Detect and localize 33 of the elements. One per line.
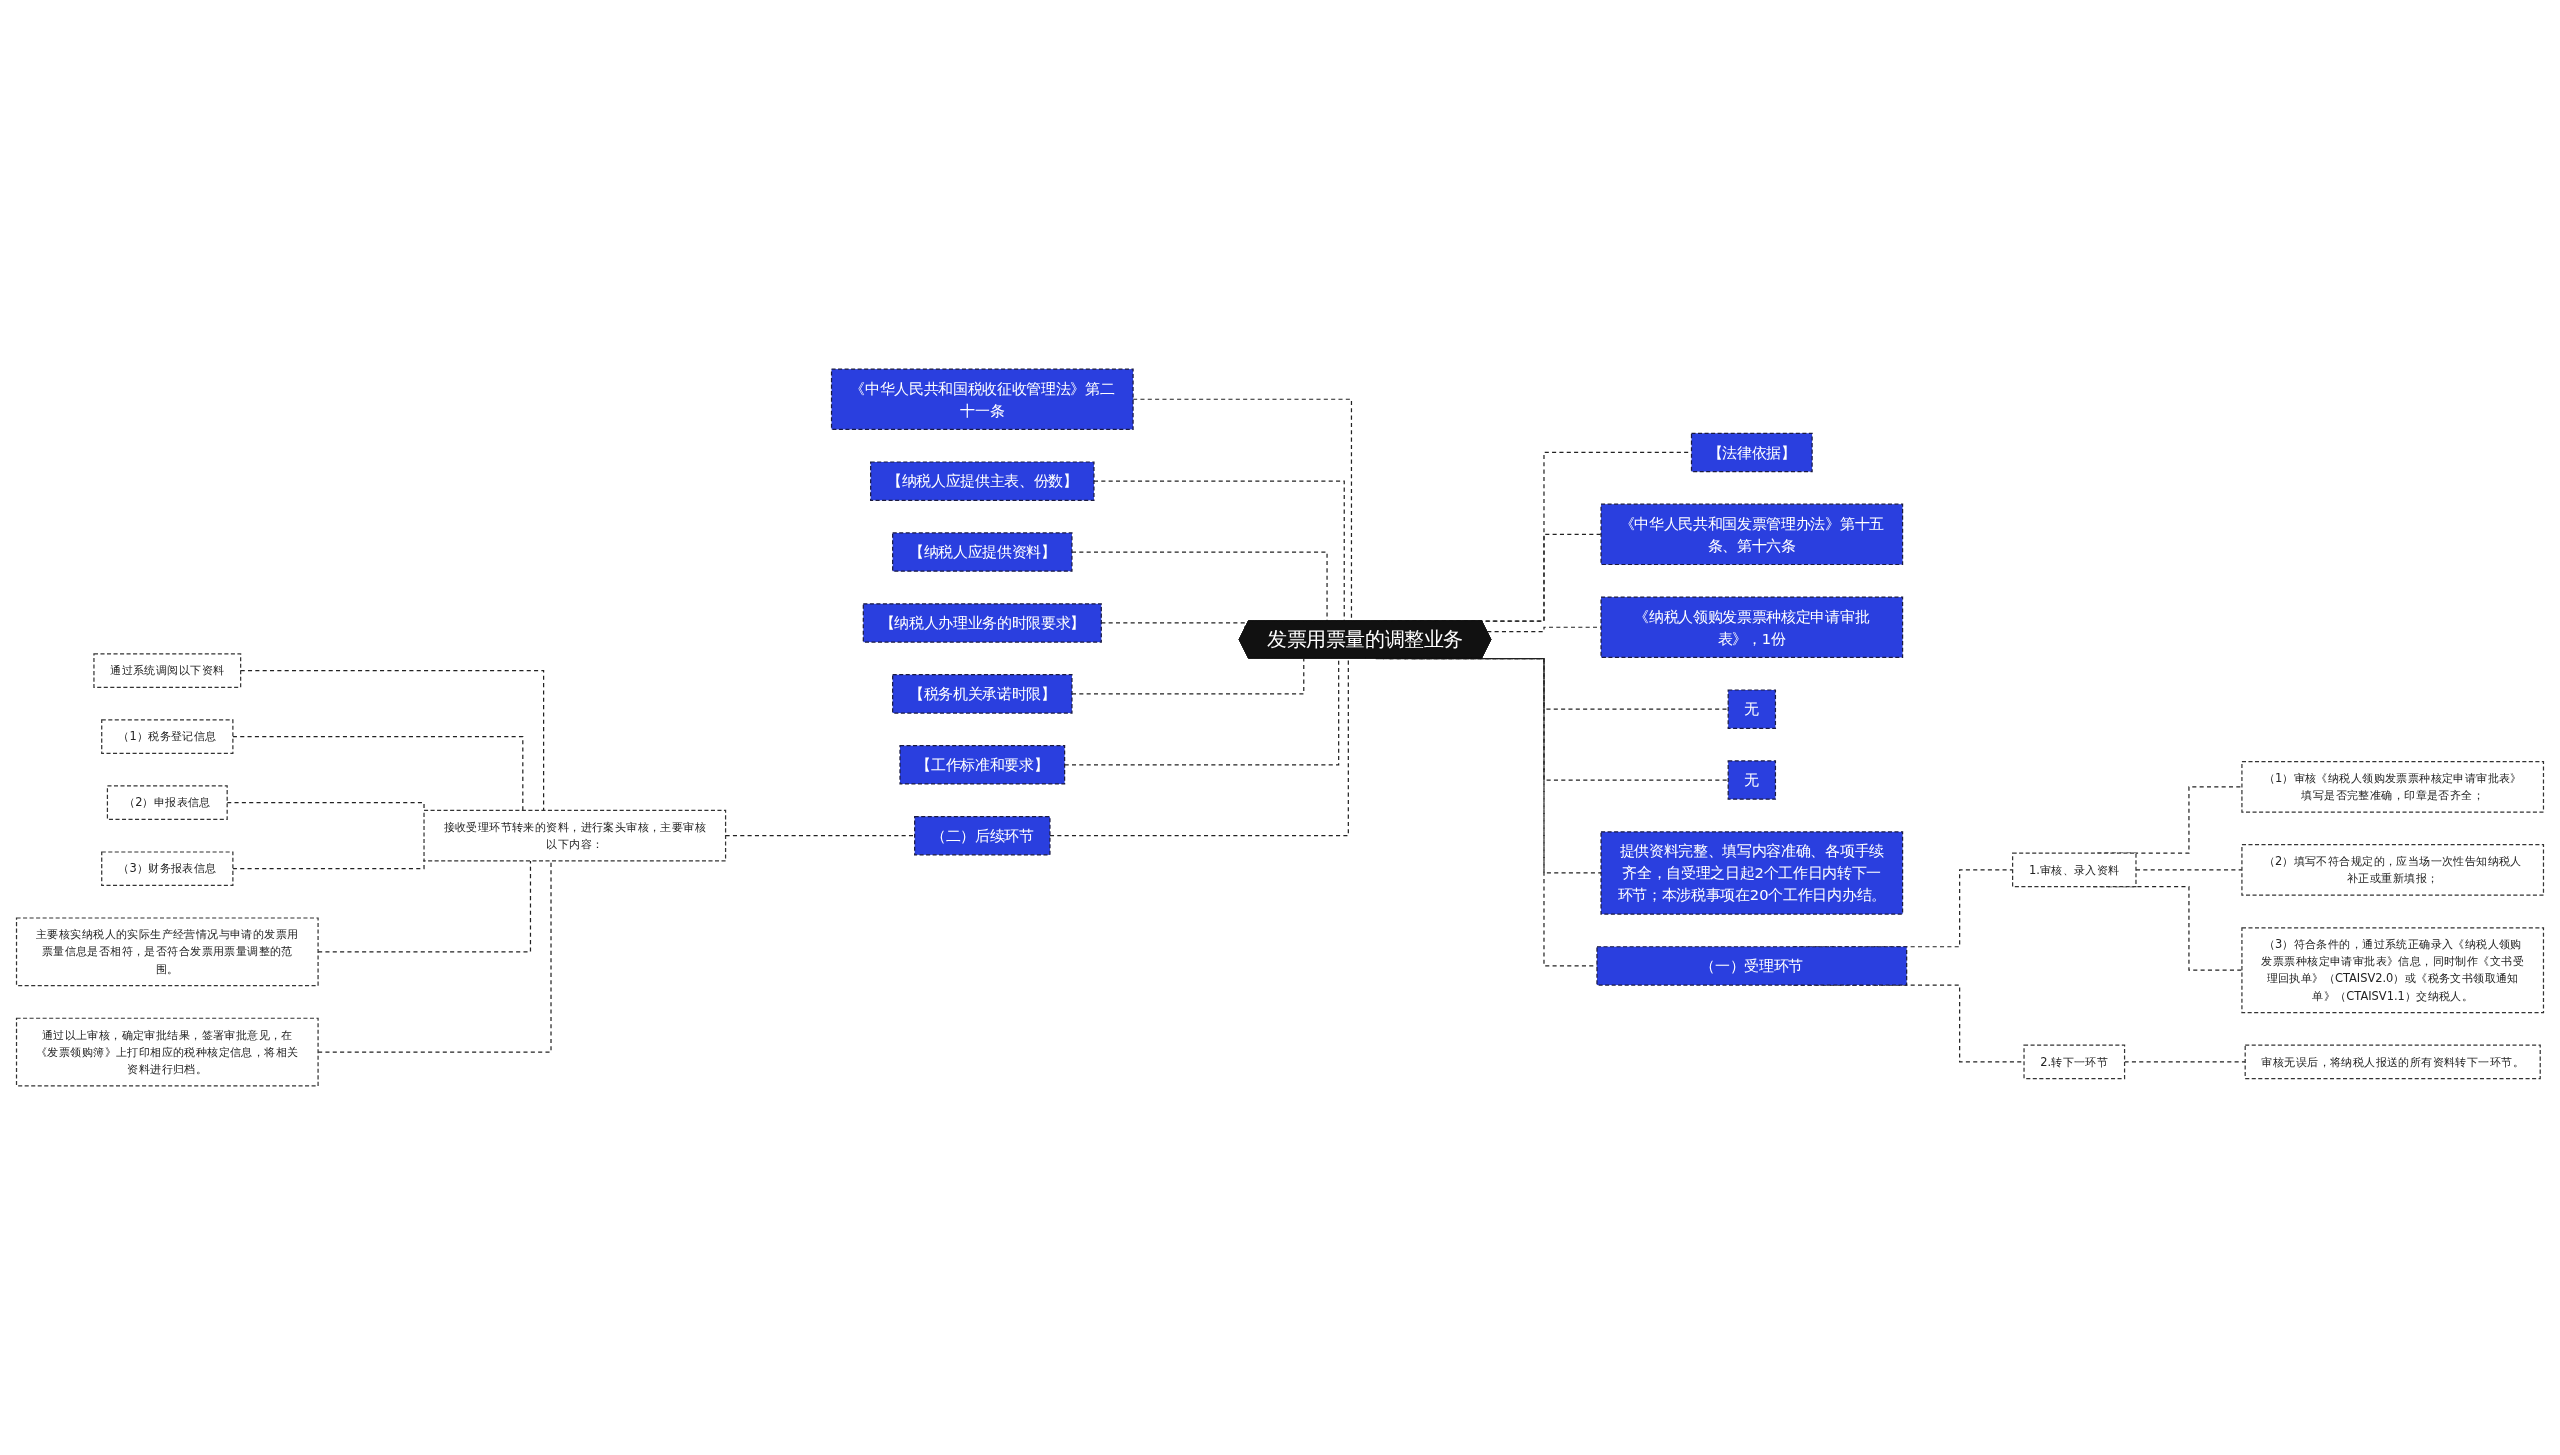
connector bbox=[240, 670, 545, 812]
node-box: 【法律依据】 bbox=[1690, 432, 1813, 473]
node-box: 【税务机关承诺时限】 bbox=[892, 674, 1073, 714]
node-box: 主要核实纳税人的实际生产经营情况与申请的发票用票量信息是否相符，是否符合发票用票量调整的范围。 bbox=[15, 917, 319, 987]
node-box: 1.审核、录入资料 bbox=[2012, 852, 2137, 888]
node-box: （1）审核《纳税人领购发票票种核定申请审批表》填写是否完整准确，印章是否齐全； bbox=[2241, 760, 2545, 813]
node-box: 审核无误后，将纳税人报送的所有资料转下一环节。 bbox=[2244, 1044, 2541, 1080]
node-box: 提供资料完整、填写内容准确、各项手续齐全，自受理之日起2个工作日内转下一环节；本涉税事项在20个工作日内办结。 bbox=[1600, 831, 1904, 915]
node-box: 《中华人民共和国税收征收管理法》第二十一条 bbox=[830, 368, 1134, 431]
node-box: 通过以上审核，确定审批结果，签署审批意见，在《发票领购簿》上打印相应的税种核定信息，将相关资料进行归档。 bbox=[15, 1017, 319, 1087]
node-box: （2）填写不符合规定的，应当场一次性告知纳税人补正或重新填报； bbox=[2241, 844, 2545, 896]
node-box: （2）申报表信息 bbox=[106, 785, 228, 820]
node-box: 【纳税人应提供主表、份数】 bbox=[870, 461, 1095, 501]
connector bbox=[232, 736, 524, 812]
node-box: （一）受理环节 bbox=[1596, 946, 1908, 986]
node-box: 《纳税人领购发票票种核定申请审批表》，1份 bbox=[1600, 596, 1904, 658]
node-box: 无 bbox=[1727, 760, 1777, 800]
node-box: 【纳税人办理业务的时限要求】 bbox=[862, 603, 1102, 643]
connector bbox=[1071, 658, 1305, 695]
node-box: （3）符合条件的，通过系统正确录入《纳税人领购发票票种核定申请审批表》信息，同时制作《文书受理回执单》（CTAISV2.0）或《税务文书领取通知单》（CTAISV1.1）交纳税人。 bbox=[2241, 927, 2545, 1014]
node-box: （3）财务报表信息 bbox=[101, 851, 234, 886]
node-box: 【工作标准和要求】 bbox=[899, 745, 1066, 785]
node-box: 无 bbox=[1727, 689, 1777, 729]
node-box: （二）后续环节 bbox=[914, 815, 1051, 856]
connector bbox=[232, 859, 425, 870]
node-box: 《中华人民共和国发票管理办法》第十五条、第十六条 bbox=[1600, 503, 1904, 566]
node-box: 【纳税人应提供资料】 bbox=[892, 532, 1073, 572]
node-box: 通过系统调阅以下资料 bbox=[93, 653, 242, 688]
node-box: （1）税务登记信息 bbox=[101, 719, 234, 754]
node-box: 接收受理环节转来的资料，进行案头审核，主要审核以下内容： bbox=[423, 809, 727, 862]
connector bbox=[1049, 658, 1349, 837]
connector bbox=[1064, 658, 1340, 766]
node-box: 2.转下一环节 bbox=[2023, 1044, 2126, 1080]
